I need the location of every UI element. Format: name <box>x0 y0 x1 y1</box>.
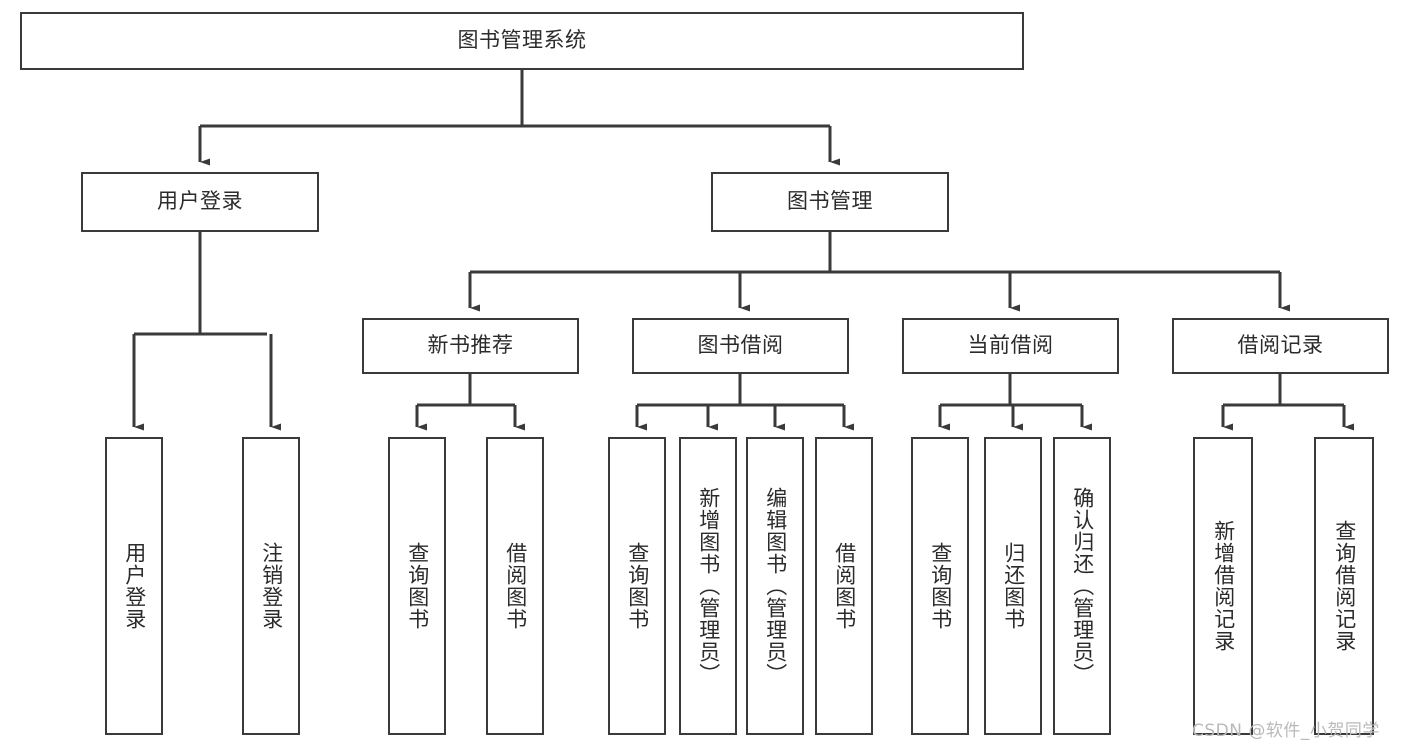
node-user-login-label: 用户登录 <box>157 189 243 214</box>
node-book-borrow[interactable]: 图书借阅 <box>632 318 849 374</box>
leaf-node-label: 用户登录 <box>122 542 147 630</box>
leaf-node-label: 编辑图书（管理员） <box>763 487 788 685</box>
leaf-node-label: 归还图书 <box>1001 542 1026 630</box>
leaf-node[interactable]: 归还图书 <box>984 437 1042 735</box>
leaf-node[interactable]: 新增图书（管理员） <box>679 437 737 735</box>
leaf-node-label: 新增借阅记录 <box>1211 520 1236 652</box>
leaf-node[interactable]: 借阅图书 <box>486 437 544 735</box>
leaf-node-label: 查询借阅记录 <box>1332 520 1357 652</box>
leaf-node[interactable]: 查询图书 <box>911 437 969 735</box>
leaf-node[interactable]: 查询图书 <box>608 437 666 735</box>
leaf-node-label: 查询图书 <box>405 542 430 630</box>
node-current-borrow[interactable]: 当前借阅 <box>902 318 1119 374</box>
node-user-login[interactable]: 用户登录 <box>81 172 319 232</box>
node-root-system[interactable]: 图书管理系统 <box>20 12 1024 70</box>
node-root-label: 图书管理系统 <box>457 28 587 53</box>
leaf-node-label: 注销登录 <box>259 542 284 630</box>
leaf-node[interactable]: 用户登录 <box>105 437 163 735</box>
node-new-book-recommend-label: 新书推荐 <box>427 333 514 358</box>
leaf-node-label: 新增图书（管理员） <box>696 487 721 685</box>
leaf-node[interactable]: 注销登录 <box>242 437 300 735</box>
leaf-node[interactable]: 查询图书 <box>388 437 446 735</box>
leaf-node[interactable]: 编辑图书（管理员） <box>746 437 804 735</box>
leaf-node[interactable]: 借阅图书 <box>815 437 873 735</box>
node-book-borrow-label: 图书借阅 <box>697 333 784 358</box>
leaf-node-label: 查询图书 <box>625 542 650 630</box>
leaf-node-label: 借阅图书 <box>832 542 857 630</box>
node-borrow-record[interactable]: 借阅记录 <box>1172 318 1389 374</box>
leaf-node-label: 查询图书 <box>928 542 953 630</box>
leaf-node-label: 借阅图书 <box>503 542 528 630</box>
leaf-node[interactable]: 查询借阅记录 <box>1314 437 1374 735</box>
node-book-management[interactable]: 图书管理 <box>711 172 949 232</box>
leaf-node[interactable]: 确认归还（管理员） <box>1053 437 1111 735</box>
node-book-management-label: 图书管理 <box>787 189 873 214</box>
node-borrow-record-label: 借阅记录 <box>1237 333 1324 358</box>
leaf-node[interactable]: 新增借阅记录 <box>1193 437 1253 735</box>
leaf-node-label: 确认归还（管理员） <box>1070 487 1095 685</box>
node-new-book-recommend[interactable]: 新书推荐 <box>362 318 579 374</box>
node-current-borrow-label: 当前借阅 <box>967 333 1054 358</box>
